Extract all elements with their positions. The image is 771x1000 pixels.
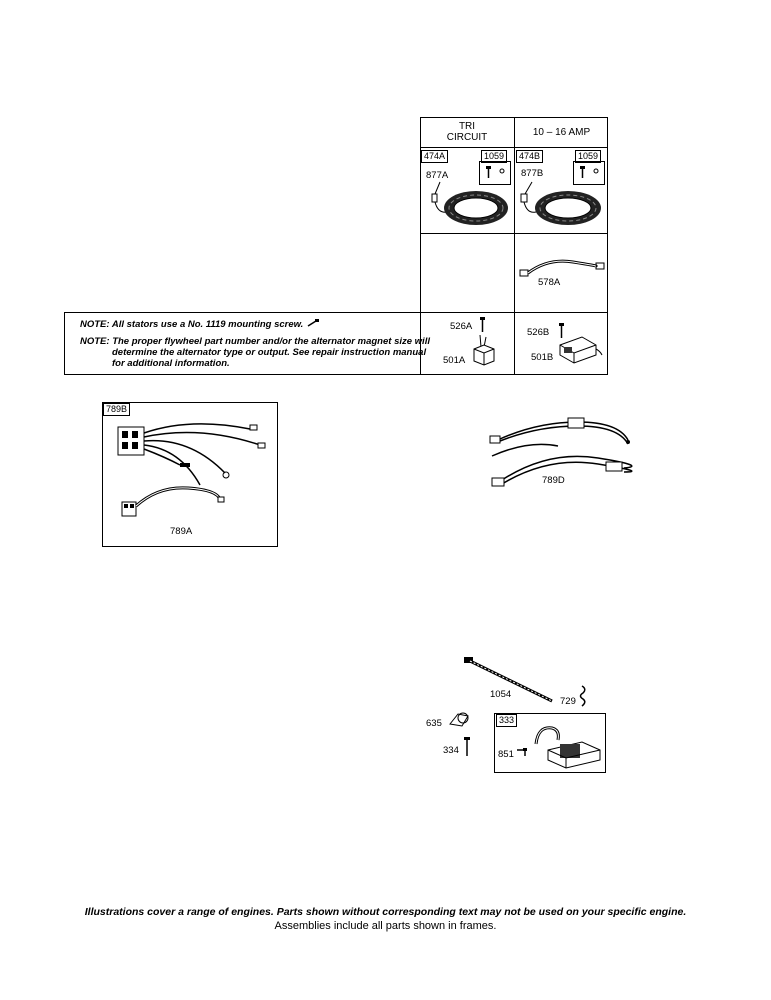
note-line-1: NOTE: All stators use a No. 1119 mountin… bbox=[80, 319, 304, 330]
label-789D: 789D bbox=[542, 475, 565, 486]
footer-assemblies-note: Assemblies include all parts shown in fr… bbox=[274, 920, 497, 932]
label-877B: 877B bbox=[521, 168, 544, 179]
table-header-divider bbox=[420, 147, 608, 148]
screw-526B-icon bbox=[559, 323, 564, 338]
note-line-3: determine the alternator type or output.… bbox=[112, 347, 427, 358]
table-col-divider bbox=[514, 117, 515, 375]
frame-1059-b bbox=[573, 161, 605, 185]
label-501B: 501B bbox=[531, 352, 554, 363]
screw-334-icon bbox=[464, 737, 470, 756]
footer-disclaimer: Illustrations cover a range of engines. … bbox=[84, 906, 687, 918]
screw-526A-icon bbox=[480, 317, 485, 332]
frame-label-1059-b: 1059 bbox=[575, 150, 602, 163]
frame-label-474B: 474B bbox=[516, 150, 544, 163]
clip-851-icon bbox=[517, 748, 527, 756]
frame-label-1059-a: 1059 bbox=[481, 150, 508, 163]
armature-333-icon bbox=[534, 726, 601, 769]
table-row-divider-1 bbox=[420, 233, 608, 234]
note-line-2: NOTE: The proper flywheel part number an… bbox=[80, 336, 430, 347]
rectifier-501A-icon bbox=[473, 334, 495, 366]
label-789A: 789A bbox=[170, 526, 193, 537]
col1-header: TRI CIRCUIT bbox=[446, 121, 488, 143]
label-334: 334 bbox=[443, 745, 459, 756]
frame-1059-a bbox=[479, 161, 511, 185]
spring-729-icon bbox=[579, 685, 586, 707]
frame-label-474A: 474A bbox=[421, 150, 449, 163]
note-line-4: for additional information. bbox=[112, 358, 230, 369]
wire-789A-icon bbox=[121, 486, 225, 517]
stator-877A-icon bbox=[431, 181, 508, 225]
terminal-635-icon bbox=[449, 712, 469, 727]
frame-label-333: 333 bbox=[496, 714, 518, 727]
label-526B: 526B bbox=[527, 327, 550, 338]
label-1054: 1054 bbox=[490, 689, 512, 700]
note-box bbox=[64, 312, 421, 375]
label-729: 729 bbox=[560, 696, 576, 707]
cable-tie-1054-icon bbox=[464, 657, 553, 703]
col2-header: 10 – 16 AMP bbox=[532, 127, 591, 138]
label-526A: 526A bbox=[450, 321, 473, 332]
frame-label-789B: 789B bbox=[103, 403, 131, 416]
label-635: 635 bbox=[426, 718, 442, 729]
label-877A: 877A bbox=[426, 170, 449, 181]
frame-333 bbox=[494, 713, 606, 773]
label-501A: 501A bbox=[443, 355, 466, 366]
rectifier-501B-icon bbox=[559, 336, 603, 364]
wire-harness-789D-icon bbox=[489, 417, 633, 487]
wire-harness-789B-icon bbox=[117, 423, 266, 486]
wire-578A-icon bbox=[519, 259, 605, 277]
mounting-screw-icon bbox=[307, 319, 319, 327]
label-851: 851 bbox=[498, 749, 514, 760]
stator-877B-icon bbox=[520, 181, 601, 225]
frame-789B bbox=[102, 402, 278, 547]
screw-1059-a-icon bbox=[486, 166, 505, 178]
label-578A: 578A bbox=[538, 277, 561, 288]
screw-1059-b-icon bbox=[580, 166, 599, 178]
